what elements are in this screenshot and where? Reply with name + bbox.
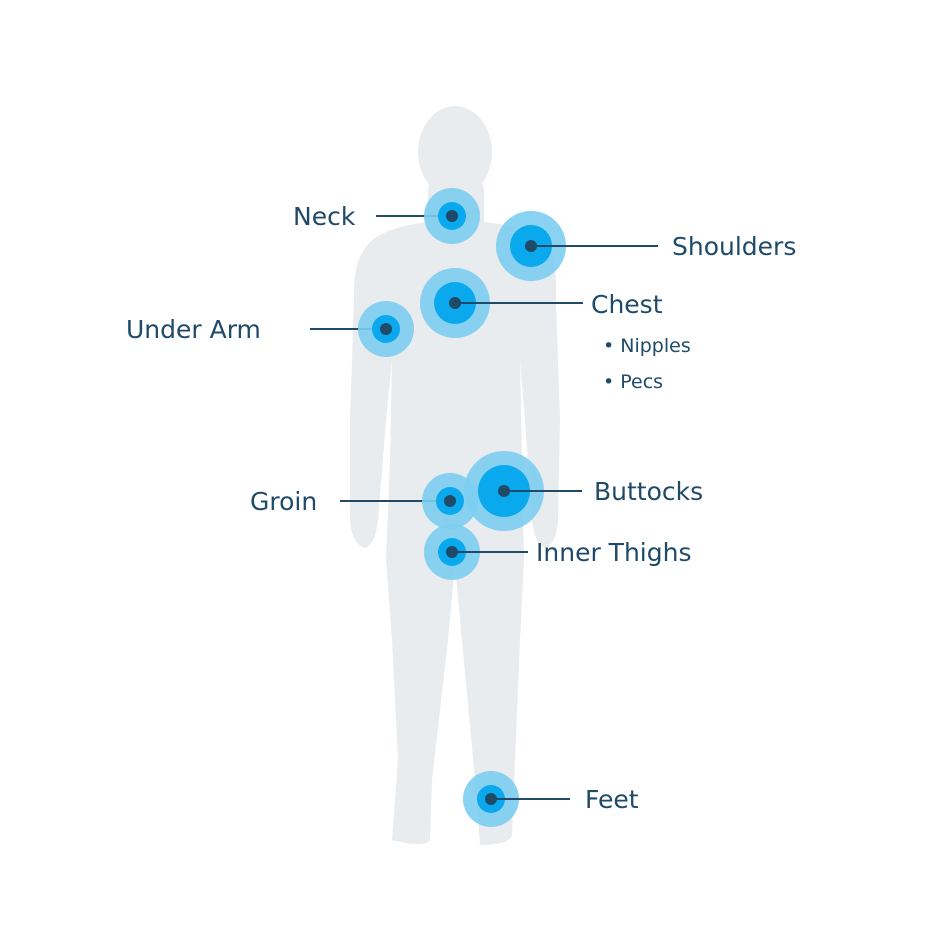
hotspot-shoulders[interactable]: Shoulders [496, 211, 796, 281]
label-shoulders: Shoulders [672, 232, 796, 261]
label-neck: Neck [293, 202, 356, 231]
label-under-arm: Under Arm [126, 315, 261, 344]
hotspot-groin[interactable]: Groin [250, 473, 478, 529]
label-inner-thighs: Inner Thighs [536, 538, 691, 567]
hotspot-feet[interactable]: Feet [463, 771, 639, 827]
label-nipples: • Nipples [603, 335, 691, 357]
label-buttocks: Buttocks [594, 477, 703, 506]
hotspot-buttocks[interactable]: Buttocks [464, 451, 703, 531]
label-chest: Chest [591, 290, 663, 319]
hotspot-inner-thighs[interactable]: Inner Thighs [424, 524, 691, 580]
hotspot-chest[interactable]: Chest • Nipples • Pecs [420, 268, 691, 393]
hotspot-neck[interactable]: Neck [293, 188, 480, 244]
label-pecs: • Pecs [603, 371, 663, 393]
hotspot-under-arm[interactable]: Under Arm [126, 301, 414, 357]
label-feet: Feet [585, 785, 639, 814]
label-groin: Groin [250, 487, 317, 516]
